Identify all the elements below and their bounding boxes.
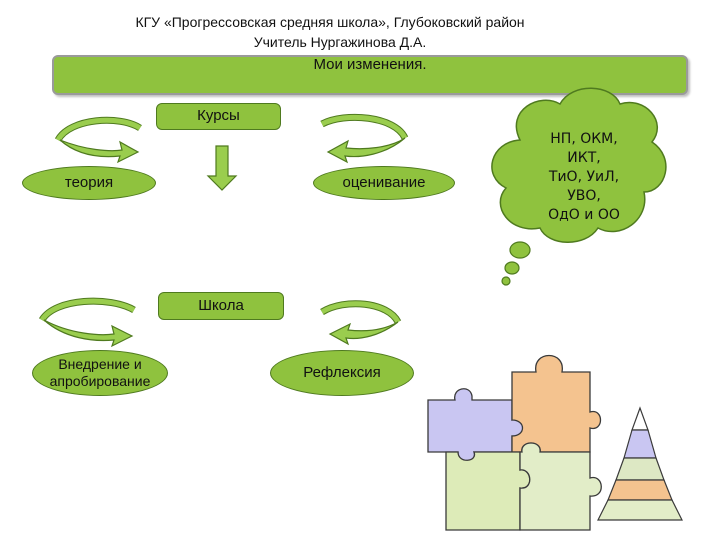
curved-arrow-icon (320, 300, 402, 346)
node-refleksia: Рефлексия (270, 350, 414, 396)
cloud-line: ТиО, УиЛ, (548, 169, 620, 185)
pyramid-icon (597, 406, 683, 521)
node-teoria: теория (22, 166, 156, 200)
curved-arrow-icon (320, 113, 409, 164)
thought-cloud-icon (491, 87, 667, 286)
cloud-line: НП, ОКМ, (550, 131, 618, 147)
curved-arrow-icon (54, 116, 142, 164)
curved-arrow-icon (38, 297, 136, 348)
node-ocenivanie: оценивание (313, 166, 455, 200)
cloud-text: НП, ОКМ, ИКТ, ТиО, УиЛ, УВО, ОдО и ОО (526, 130, 642, 225)
node-kursy: Курсы (156, 103, 281, 130)
node-vnedrenie: Внедрение и апробирование (32, 350, 168, 396)
header-school: КГУ «Прогрессовская средняя школа», Глуб… (135, 14, 525, 30)
node-shkola: Школа (158, 292, 284, 320)
header-teacher: Учитель Нургажинова Д.А. (253, 34, 427, 50)
cloud-line: ИКТ, (567, 150, 601, 166)
cloud-line: УВО, (567, 188, 601, 204)
down-arrow-icon (206, 145, 238, 191)
cloud-line: ОдО и ОО (548, 207, 620, 223)
puzzle-icon (427, 355, 602, 531)
